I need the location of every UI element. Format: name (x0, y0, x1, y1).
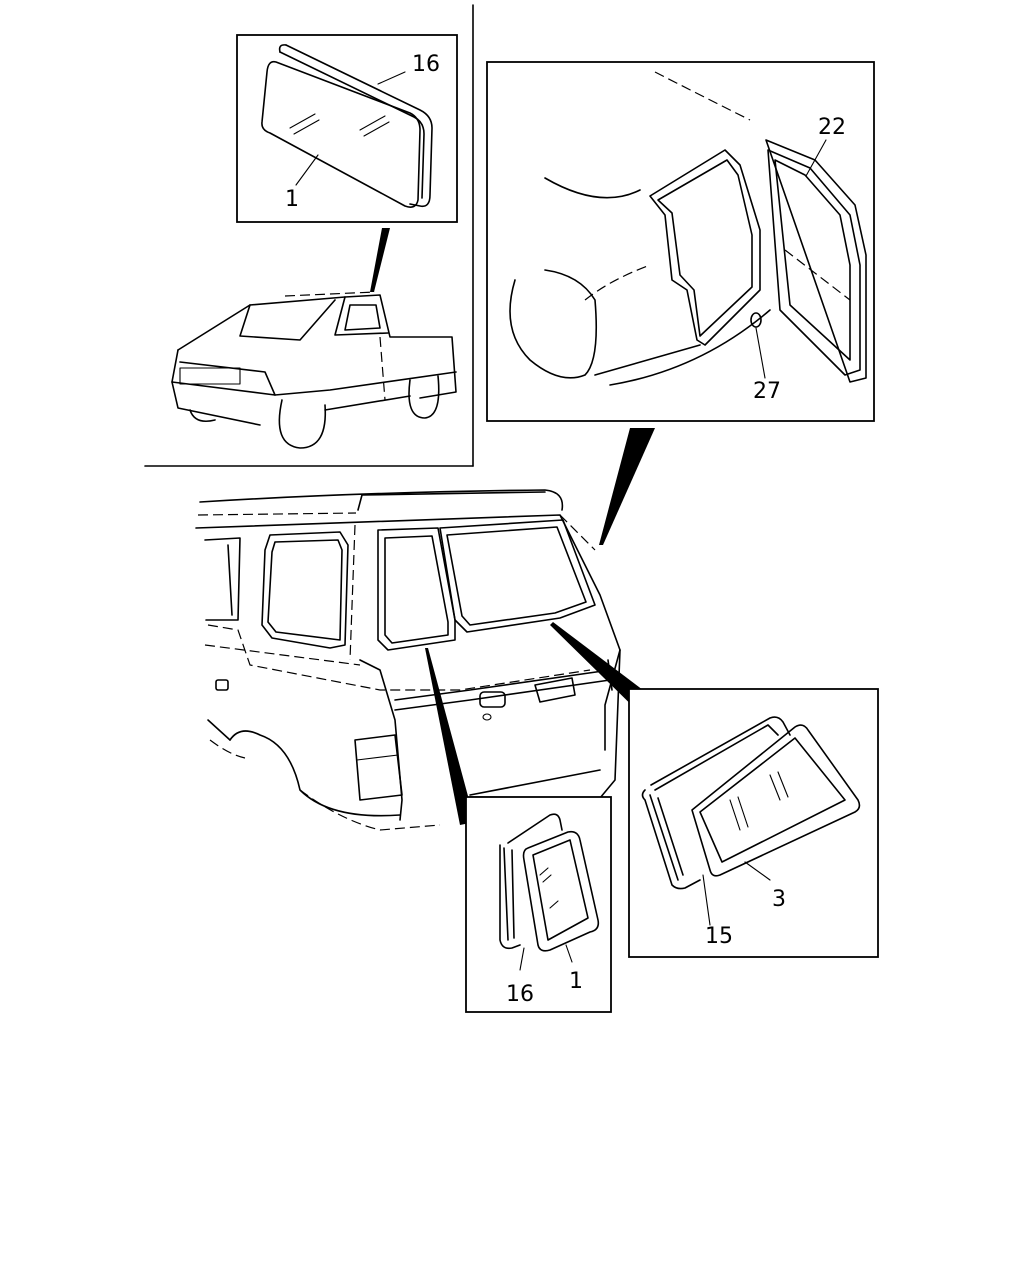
side-glass-detail: 16 1 (465, 796, 612, 1013)
label-sliding-glass: 3 (772, 887, 786, 912)
label-side-glass-seal: 16 (506, 982, 534, 1007)
pickup-pointer (370, 228, 390, 292)
rear-door-pointer (599, 428, 655, 545)
sliding-glass-detail: 15 3 (628, 688, 879, 958)
pickup-rear-glass-detail (236, 34, 458, 223)
label-side-glass: 1 (569, 969, 583, 994)
pickup-panel: 16 1 (144, 4, 474, 467)
side-glass-pointer (425, 648, 475, 825)
pickup-truck (171, 291, 457, 449)
label-sliding-glass-seal: 15 (705, 924, 733, 949)
label-pickup-glass-seal: 16 (412, 52, 440, 77)
van-body (195, 489, 621, 831)
rear-door-detail: 22 27 (486, 61, 875, 422)
label-pickup-glass: 1 (285, 187, 299, 212)
label-rear-door-fastener: 27 (753, 379, 781, 404)
label-rear-door-glass-seal: 22 (818, 115, 846, 140)
